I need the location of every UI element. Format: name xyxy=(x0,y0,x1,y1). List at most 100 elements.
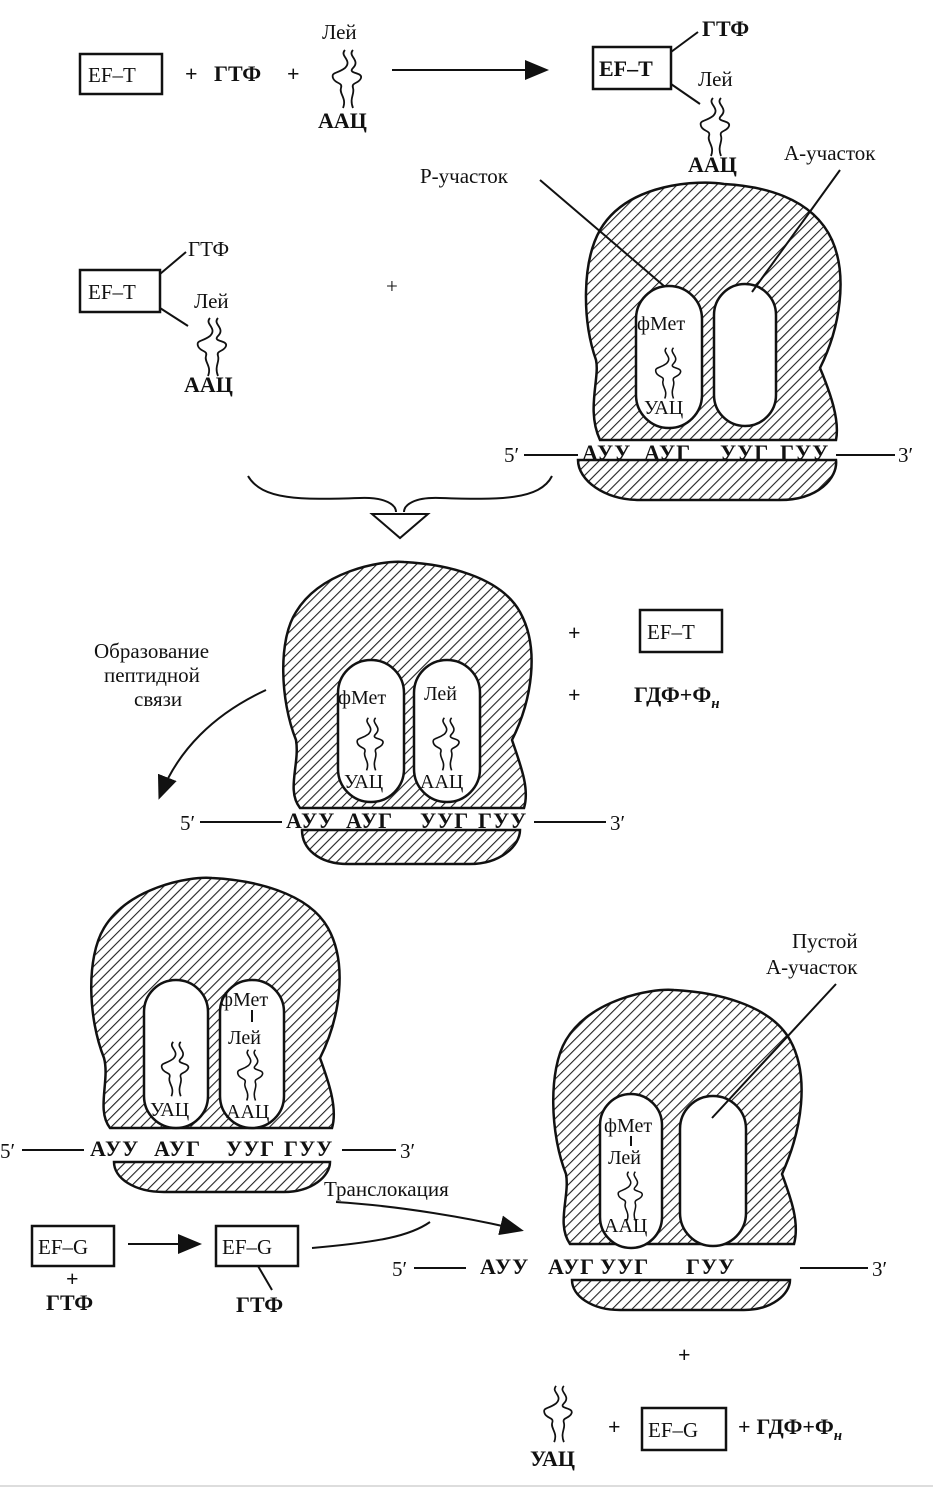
codon: УУГ xyxy=(420,808,469,833)
bond-line xyxy=(670,31,699,53)
ef-g-translocation: EF–G + ГТФ EF–G ГТФ Транслокация xyxy=(30,1177,524,1317)
a-site-slot xyxy=(678,1094,748,1248)
ef-g-label: EF–G xyxy=(222,1235,272,1259)
codon: АУГ xyxy=(644,440,691,465)
aac-anticodon-label: ААЦ xyxy=(604,1215,647,1237)
bond-line xyxy=(159,307,189,327)
ef-t-label: EF–T xyxy=(88,280,136,304)
ef-t-box xyxy=(638,608,724,654)
leader-line xyxy=(539,179,665,287)
gtp-label: ГТФ xyxy=(214,61,261,86)
leu-label: Лей xyxy=(698,67,733,91)
ef-g-label: EF–G xyxy=(648,1418,698,1442)
a-site-slot xyxy=(712,282,778,428)
trna-icon xyxy=(543,1385,573,1444)
uac-anticodon-label: УАЦ xyxy=(344,771,383,793)
plus-sign: + xyxy=(568,682,581,707)
three-prime-label: 3′ xyxy=(872,1257,887,1281)
ef-t-box xyxy=(78,268,162,314)
uac-anticodon-label: УАЦ xyxy=(150,1099,189,1121)
trna-icon xyxy=(331,49,363,109)
five-prime-label: 5′ xyxy=(0,1139,15,1163)
peptide-bond-step: Образование пептидной связи xyxy=(94,639,267,800)
plus-sign: + xyxy=(678,1342,691,1367)
three-prime-label: 3′ xyxy=(400,1139,415,1163)
row3-products: + EF–T + ГДФ+Фн xyxy=(568,608,724,712)
fmet-label: фМет xyxy=(637,313,685,335)
peptide-label-line3: связи xyxy=(134,687,182,711)
ribosome-3: УАЦ фМет Лей ААЦ 5′ АУУ АУГ УУГ ГУУ 3′ xyxy=(0,876,415,1194)
translocation-label: Транслокация xyxy=(324,1177,449,1201)
codon: УУГ xyxy=(226,1136,275,1161)
three-prime-label: 3′ xyxy=(898,443,913,467)
step-arrow xyxy=(157,689,267,800)
small-subunit xyxy=(112,1160,332,1194)
trna-icon xyxy=(196,317,228,377)
gtp-label: ГТФ xyxy=(46,1290,93,1315)
trna-icon xyxy=(699,97,731,157)
peptide-label-line2: пептидной xyxy=(104,663,200,687)
five-prime-label: 5′ xyxy=(504,443,519,467)
aac-anticodon-label: ААЦ xyxy=(184,372,233,397)
codon: АУУ xyxy=(582,440,631,465)
a-site-slot xyxy=(218,978,286,1130)
ef-g-box xyxy=(214,1224,300,1268)
bond-line xyxy=(670,83,701,105)
small-subunit xyxy=(300,828,522,866)
merge-curve xyxy=(403,475,553,513)
ef-t-box xyxy=(591,45,673,91)
plus-sign: + xyxy=(287,61,300,86)
merge-curve xyxy=(247,475,397,513)
down-arrow-icon xyxy=(369,513,431,540)
leu-label: Лей xyxy=(322,20,357,44)
leu-label: Лей xyxy=(194,289,229,313)
gdp-pi-label: +ГДФ+Фн xyxy=(738,1414,842,1444)
row2-reactants: EF–T ГТФ Лей ААЦ + xyxy=(78,237,398,397)
five-prime-label: 5′ xyxy=(392,1257,407,1281)
aac-anticodon-label: ААЦ xyxy=(420,771,463,793)
translocation-arrow xyxy=(335,1201,524,1236)
final-products: + УАЦ + EF–G +ГДФ+Фн xyxy=(530,1342,842,1471)
codon: АУГ xyxy=(346,808,393,833)
ribosome-4: фМет Лей ААЦ Пустой А-участок 5′ АУУ АУГ… xyxy=(392,929,887,1312)
codon: АУУ xyxy=(286,808,335,833)
gdp-pi-label: ГДФ+Фн xyxy=(634,682,720,712)
large-subunit xyxy=(282,560,533,810)
aac-anticodon-label: ААЦ xyxy=(318,108,367,133)
bond-line xyxy=(257,1265,273,1291)
codon: УУГ xyxy=(600,1254,649,1279)
leu-label: Лей xyxy=(228,1027,261,1049)
leader-line xyxy=(711,983,837,1119)
codon: АУУ xyxy=(90,1136,139,1161)
leader-line xyxy=(751,169,841,293)
gtp-label: ГТФ xyxy=(702,16,749,41)
uac-anticodon-label: УАЦ xyxy=(530,1446,575,1471)
codon: АУГ xyxy=(548,1254,595,1279)
empty-a-site-label-line2: А-участок xyxy=(766,955,858,979)
aac-anticodon-label: ААЦ xyxy=(688,152,737,177)
codon: ГУУ xyxy=(478,808,527,833)
ef-t-label: EF–T xyxy=(88,63,136,87)
ef-t-label: EF–T xyxy=(647,620,695,644)
five-prime-label: 5′ xyxy=(180,811,195,835)
ef-t-box xyxy=(78,52,164,96)
peptide-label-line1: Образование xyxy=(94,639,209,663)
plus-sign: + xyxy=(608,1414,621,1439)
merge-curve xyxy=(311,1221,431,1249)
uac-anticodon-label: УАЦ xyxy=(644,397,683,419)
aac-anticodon-label: ААЦ xyxy=(226,1101,269,1123)
codon: ГУУ xyxy=(780,440,829,465)
plus-sign: + xyxy=(66,1266,79,1291)
ef-t-label: EF–T xyxy=(599,56,653,81)
plus-sign: + xyxy=(568,620,581,645)
codon: АУГ xyxy=(154,1136,201,1161)
codon: АУУ xyxy=(480,1254,529,1279)
small-subunit xyxy=(570,1278,792,1312)
ef-g-box xyxy=(30,1224,116,1268)
large-subunit xyxy=(552,988,803,1246)
ef-g-box xyxy=(640,1406,728,1452)
codon: УУГ xyxy=(720,440,769,465)
ribosome-2: фМет УАЦ Лей ААЦ 5′ АУУ АУГ УУГ ГУУ 3′ xyxy=(180,560,625,866)
gtp-label: ГТФ xyxy=(188,237,229,261)
